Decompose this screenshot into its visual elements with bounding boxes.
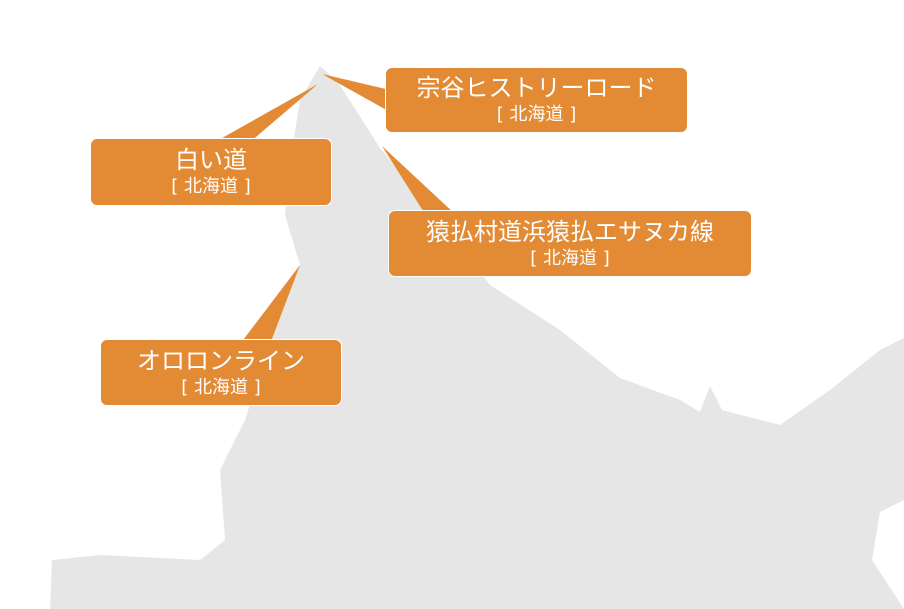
pointer-shiroi [215,84,318,142]
callout-region: [ 北海道 ] [181,376,261,398]
pointer-sarufutsu [382,146,455,214]
callout-name: 白い道 [175,146,247,174]
callout-region: [ 北海道 ] [496,104,577,125]
callout-ororon-line[interactable]: オロロンライン [ 北海道 ] [100,339,342,406]
pointer-ororon [240,265,300,344]
callout-sarufutsu-esanuka[interactable]: 猿払村道浜猿払エサヌカ線 [ 北海道 ] [388,210,752,277]
callout-souya-history-road[interactable]: 宗谷ヒストリーロード [ 北海道 ] [385,67,688,133]
callout-name: 宗谷ヒストリーロード [416,74,657,102]
callout-name: 猿払村道浜猿払エサヌカ線 [426,217,714,246]
pointer-souya [322,74,390,112]
callout-region: [ 北海道 ] [530,247,610,269]
land-mass [50,66,904,609]
callout-region: [ 北海道 ] [171,176,251,197]
callout-shiroi-michi[interactable]: 白い道 [ 北海道 ] [90,138,332,206]
callout-name: オロロンライン [137,346,305,375]
